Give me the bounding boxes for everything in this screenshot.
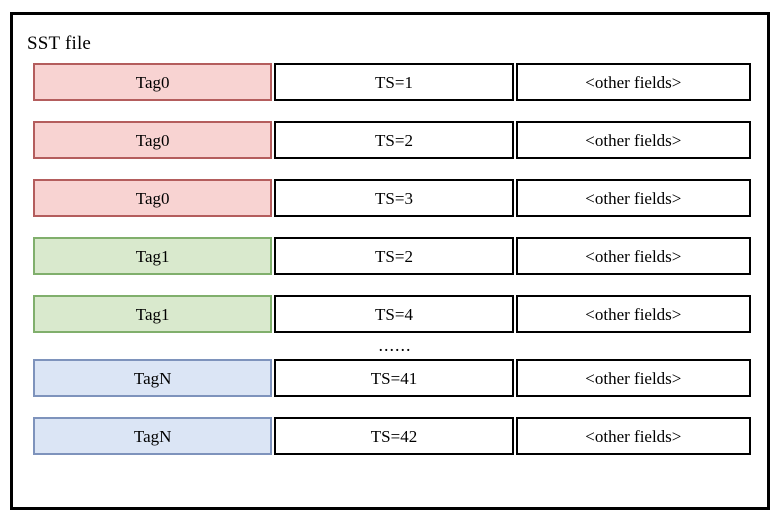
cell-timestamp: TS=2 <box>274 237 514 275</box>
sst-file-container: SST file Tag0 TS=1 <other fields> Tag0 T… <box>10 12 770 510</box>
cell-tag: TagN <box>33 359 273 397</box>
cell-other-fields: <other fields> <box>515 295 751 333</box>
sst-file-label: SST file <box>27 33 92 54</box>
table-row: Tag1 TS=4 <other fields> <box>33 295 751 333</box>
cell-timestamp: TS=41 <box>274 359 514 397</box>
cell-timestamp: TS=42 <box>274 417 514 455</box>
cell-other-fields: <other fields> <box>515 237 751 275</box>
cell-timestamp: TS=1 <box>274 63 514 101</box>
rows-ellipsis: ...... <box>275 335 515 355</box>
cell-timestamp: TS=3 <box>274 179 514 217</box>
cell-timestamp: TS=4 <box>274 295 514 333</box>
cell-other-fields: <other fields> <box>515 121 751 159</box>
cell-tag: Tag0 <box>33 121 273 159</box>
cell-tag: Tag1 <box>33 237 273 275</box>
table-row: Tag0 TS=3 <other fields> <box>33 179 751 217</box>
cell-other-fields: <other fields> <box>515 417 751 455</box>
cell-tag: TagN <box>33 417 273 455</box>
cell-other-fields: <other fields> <box>515 359 751 397</box>
cell-tag: Tag0 <box>33 179 273 217</box>
cell-tag: Tag1 <box>33 295 273 333</box>
table-row: Tag0 TS=1 <other fields> <box>33 63 751 101</box>
cell-timestamp: TS=2 <box>274 121 514 159</box>
table-row: TagN TS=42 <other fields> <box>33 417 751 455</box>
cell-other-fields: <other fields> <box>515 179 751 217</box>
cell-other-fields: <other fields> <box>515 63 751 101</box>
cell-tag: Tag0 <box>33 63 273 101</box>
ellipsis-text: ...... <box>378 335 412 355</box>
table-row: TagN TS=41 <other fields> <box>33 359 751 397</box>
table-row: Tag0 TS=2 <other fields> <box>33 121 751 159</box>
record-rows-area: Tag0 TS=1 <other fields> Tag0 TS=2 <othe… <box>33 63 753 503</box>
table-row: Tag1 TS=2 <other fields> <box>33 237 751 275</box>
